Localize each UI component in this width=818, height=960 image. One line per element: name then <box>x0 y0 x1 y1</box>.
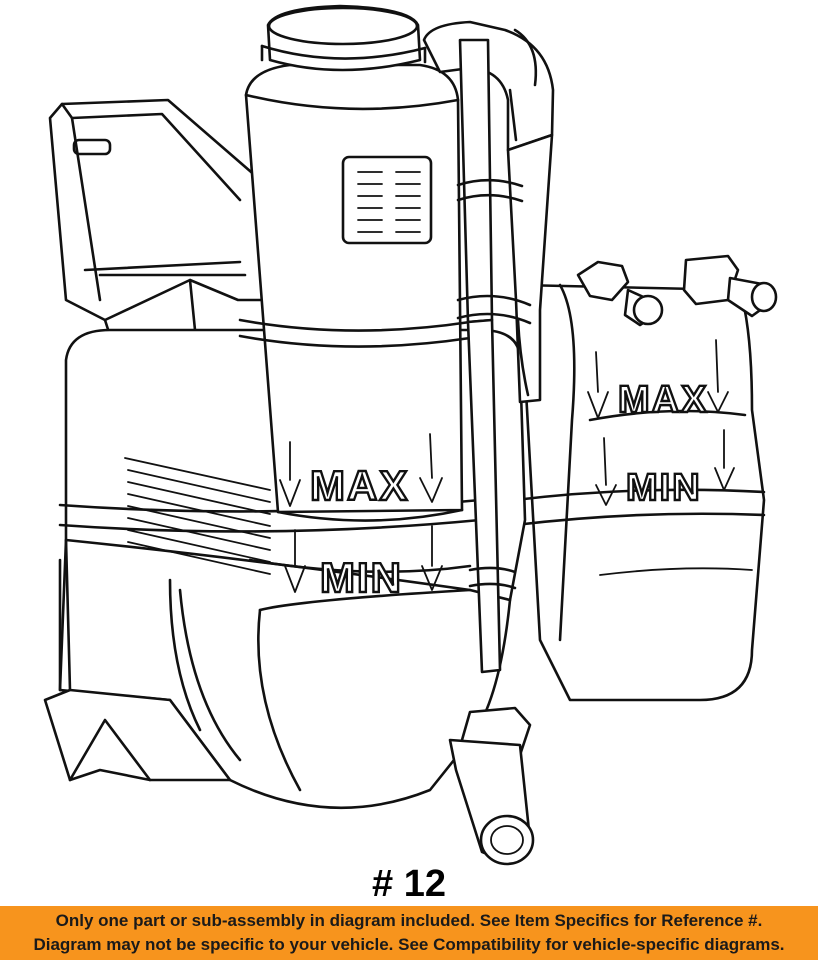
item-reference-number: # 12 <box>372 863 446 905</box>
coolant-reservoir-drawing: MAX MIN <box>43 4 778 866</box>
parts-diagram: MAX MIN <box>43 4 778 866</box>
mounting-bracket <box>48 98 277 432</box>
filler-neck-tank: MAX MIN <box>238 4 472 602</box>
right-reservoir: MAX MIN <box>513 254 778 702</box>
reservoir-min-label: MIN <box>626 467 702 509</box>
reservoir-max-label: MAX <box>618 379 708 421</box>
disclaimer-banner: Only one part or sub-assembly in diagram… <box>0 906 818 960</box>
tank-max-label: MAX <box>310 462 409 509</box>
overflow-hose <box>422 20 555 674</box>
disclaimer-line-1: Only one part or sub-assembly in diagram… <box>55 911 763 930</box>
tank-min-label: MIN <box>320 554 403 601</box>
disclaimer-line-2: Diagram may not be specific to your vehi… <box>33 935 785 954</box>
